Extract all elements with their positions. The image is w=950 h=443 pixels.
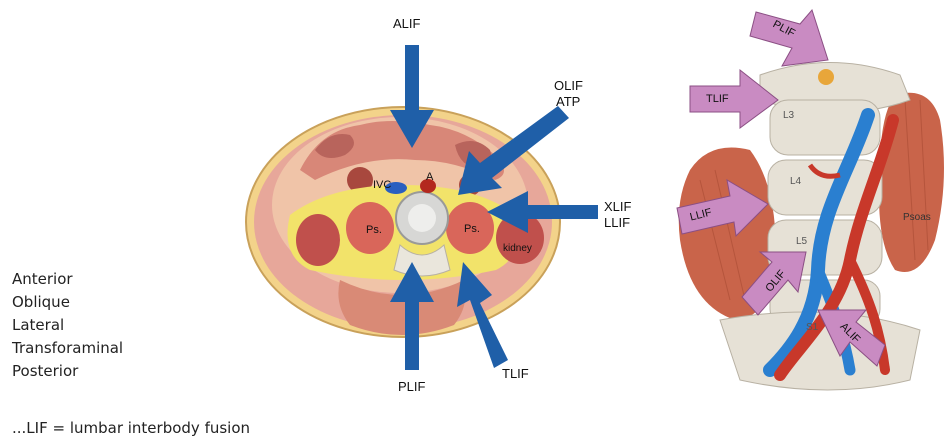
atp-label: ATP (556, 94, 580, 109)
llif-label: LLIF (604, 215, 630, 230)
ivc-label: IVC (373, 178, 391, 193)
tlif-pink-label: TLIF (706, 92, 729, 107)
psoas-muscle-label: Psoas (903, 210, 931, 225)
level-l3-label: L3 (783, 108, 794, 123)
psoas-right-label: Ps. (464, 222, 480, 237)
psoas-left-label: Ps. (366, 223, 382, 238)
plif-label: PLIF (398, 379, 425, 394)
olif-label: OLIF (554, 78, 583, 93)
kidney-label: kidney (503, 241, 532, 256)
level-l5-label: L5 (796, 234, 807, 249)
level-s1-label: S1 (806, 320, 818, 335)
aorta-label: A (426, 170, 433, 185)
alif-label: ALIF (393, 16, 420, 31)
xlif-label: XLIF (604, 199, 631, 214)
tlif-label: TLIF (502, 366, 529, 381)
level-l4-label: L4 (790, 174, 801, 189)
